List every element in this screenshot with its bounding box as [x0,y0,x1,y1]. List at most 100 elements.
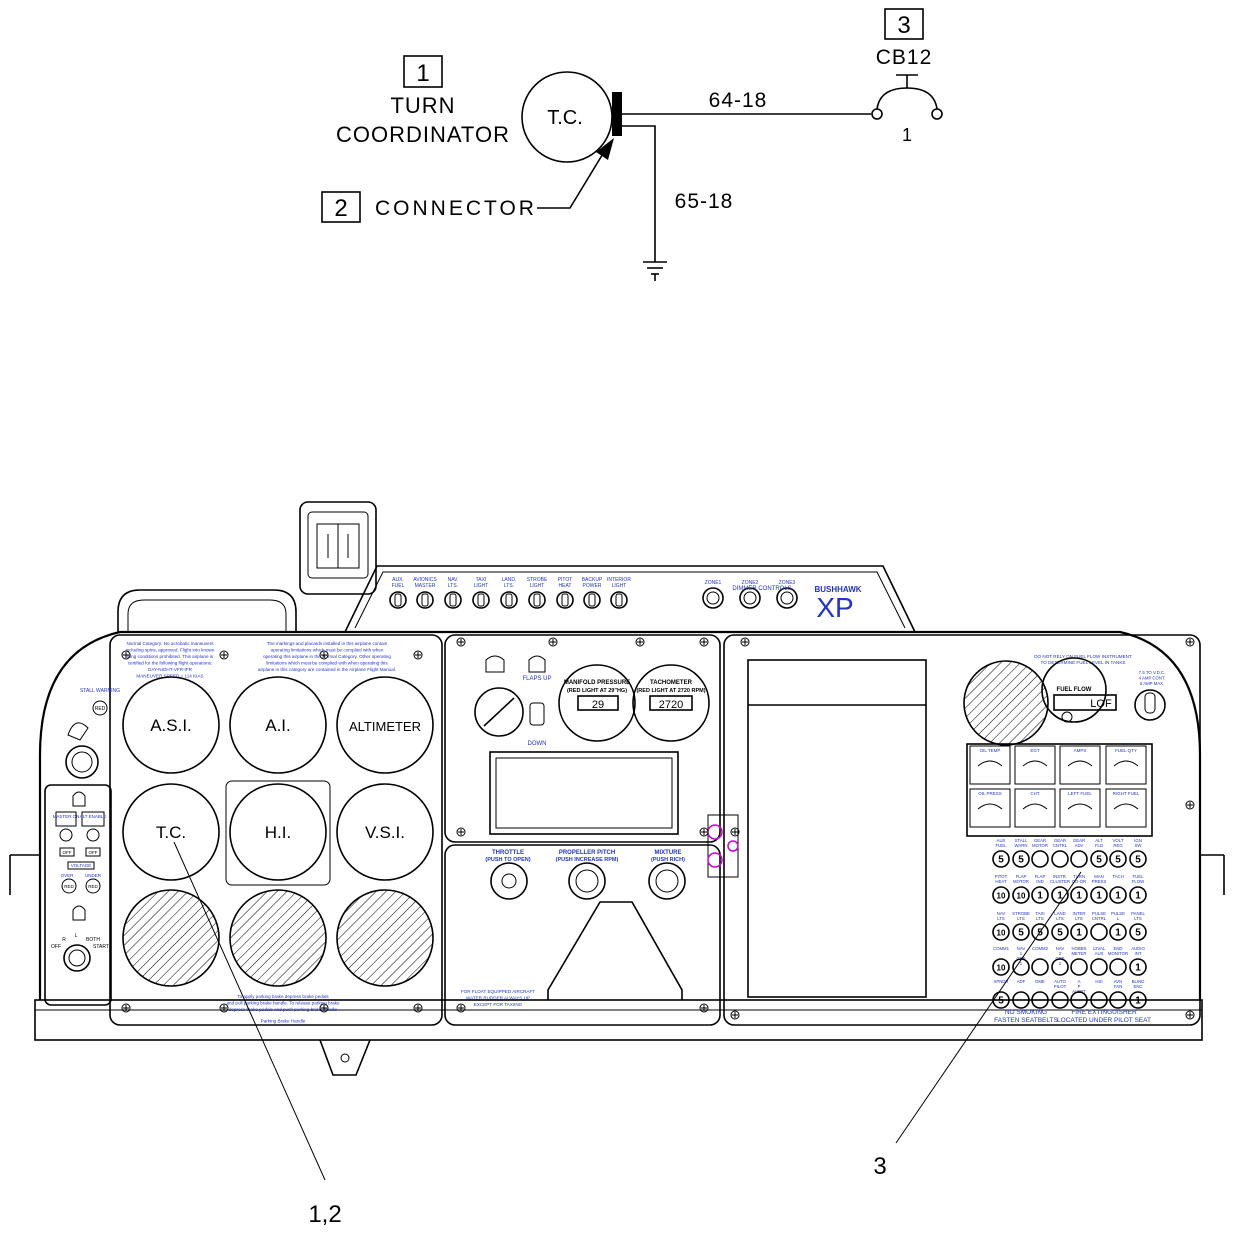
cluster-arc [977,760,1003,767]
circuit-breaker[interactable] [1090,958,1108,976]
circuit-breaker[interactable] [992,923,1010,941]
dimmer-knob[interactable] [702,587,724,609]
screw [699,1003,709,1013]
circuit-breaker[interactable] [1070,850,1088,868]
circuit-breaker[interactable] [1129,958,1147,976]
tachometer [632,664,710,742]
screw [1185,800,1195,810]
circuit-breaker[interactable] [1109,991,1127,1009]
circuit-breaker[interactable] [1012,886,1030,904]
circuit-breaker[interactable] [1129,886,1147,904]
circuit-breaker[interactable] [1109,923,1127,941]
circuit-breaker[interactable] [1012,991,1030,1009]
mixture-knob[interactable] [648,862,686,900]
placard-line: DAY-NIGHT-VFR-IFR [148,667,193,672]
gauge-label: ALTIMETER [349,719,421,734]
toggle-switch[interactable] [500,591,518,609]
dimmer-knob[interactable] [776,587,798,609]
placard-line: icing conditions prohibited. This airpla… [127,654,214,659]
screw [413,1003,423,1013]
mag-l: L [75,933,78,939]
circuit-breaker[interactable] [1070,991,1088,1009]
prop-knob[interactable] [568,862,606,900]
breaker-rating: 1 [1076,928,1082,939]
circuit-breaker[interactable] [1109,850,1127,868]
circuit-breaker[interactable] [992,991,1010,1009]
throttle-knob[interactable] [490,862,528,900]
placard-line: certified for the following flight opera… [128,661,213,666]
circuit-breaker[interactable] [1129,991,1147,1009]
toggle-switch[interactable] [416,591,434,609]
throttle-label: THROTTLE [492,850,524,856]
float-line: EXCEPT FOR TAXIING [474,1002,523,1007]
breaker-rating: 5 [1018,855,1024,866]
circuit-breaker[interactable] [1031,923,1049,941]
alt-toggle[interactable] [86,828,100,842]
circuit-breaker[interactable] [1090,991,1108,1009]
toggle-lever [533,593,541,607]
circuit-breaker[interactable] [1070,958,1088,976]
breaker-rating: 1 [1037,891,1043,902]
circuit-breaker[interactable] [1031,958,1049,976]
circuit-breaker[interactable] [992,958,1010,976]
circuit-breaker[interactable] [1051,850,1069,868]
leader-cb [895,871,1082,1144]
circuit-breaker[interactable] [992,886,1010,904]
parking-brake-text: To apply parking brake depress brake ped… [226,994,339,1024]
center-placard: The markings and placards installed in t… [258,641,396,672]
circuit-breaker[interactable] [992,850,1010,868]
circuit-breaker[interactable] [1012,958,1030,976]
blank-hole-1 [122,889,220,987]
toggle-switch[interactable] [444,591,462,609]
parking-line: and pull parking brake handle. To releas… [226,1001,339,1006]
ignition-connector [65,745,99,779]
hi-bezel [225,780,331,886]
circuit-breaker[interactable] [1109,886,1127,904]
stall-red-label: RED [95,706,106,712]
toggle-switch[interactable] [610,591,628,609]
trim-wheel[interactable] [474,687,524,737]
turn-label: TURN [390,93,455,118]
breaker-rating: 5 [1018,928,1024,939]
dimmer-knob[interactable] [739,587,761,609]
circuit-breaker[interactable] [1031,991,1049,1009]
cluster-arc [1067,760,1093,767]
circuit-breaker[interactable] [1090,923,1108,941]
circuit-breaker[interactable] [1109,958,1127,976]
circuit-breaker[interactable] [1090,886,1108,904]
placard-line: The markings and placards installed in t… [267,641,388,646]
circuit-breaker[interactable] [1031,886,1049,904]
circuit-breaker[interactable] [1012,850,1030,868]
toggle-switch[interactable] [389,591,407,609]
circuit-breaker[interactable] [1031,850,1049,868]
circuit-breaker[interactable] [1070,923,1088,941]
circuit-breaker[interactable] [1012,923,1030,941]
circuit-breaker[interactable] [1070,886,1088,904]
toggle-switch[interactable] [556,591,574,609]
callout-box-1 [403,55,443,88]
circuit-breaker[interactable] [1051,923,1069,941]
circuit-breaker[interactable] [1051,991,1069,1009]
blank-plate [489,751,679,835]
flap-light-icon [485,655,505,673]
toggle-switch[interactable] [472,591,490,609]
circuit-breaker[interactable] [1129,850,1147,868]
circuit-breaker[interactable] [1051,958,1069,976]
circuit-breaker[interactable] [1129,923,1147,941]
alt-off: OFF [89,850,98,855]
switch-label: LAND.LTS. [502,577,517,589]
toggle-switch[interactable] [528,591,546,609]
flap-switch[interactable] [529,702,545,726]
under-red: RED [88,884,98,889]
breaker-rating: 1 [1115,928,1121,939]
dimmer-label: ZONE2 [742,580,759,586]
circuit-breaker[interactable] [1090,850,1108,868]
master-toggle[interactable] [59,828,73,842]
toggle-switch[interactable] [583,591,601,609]
magneto-switch[interactable] [63,944,91,972]
